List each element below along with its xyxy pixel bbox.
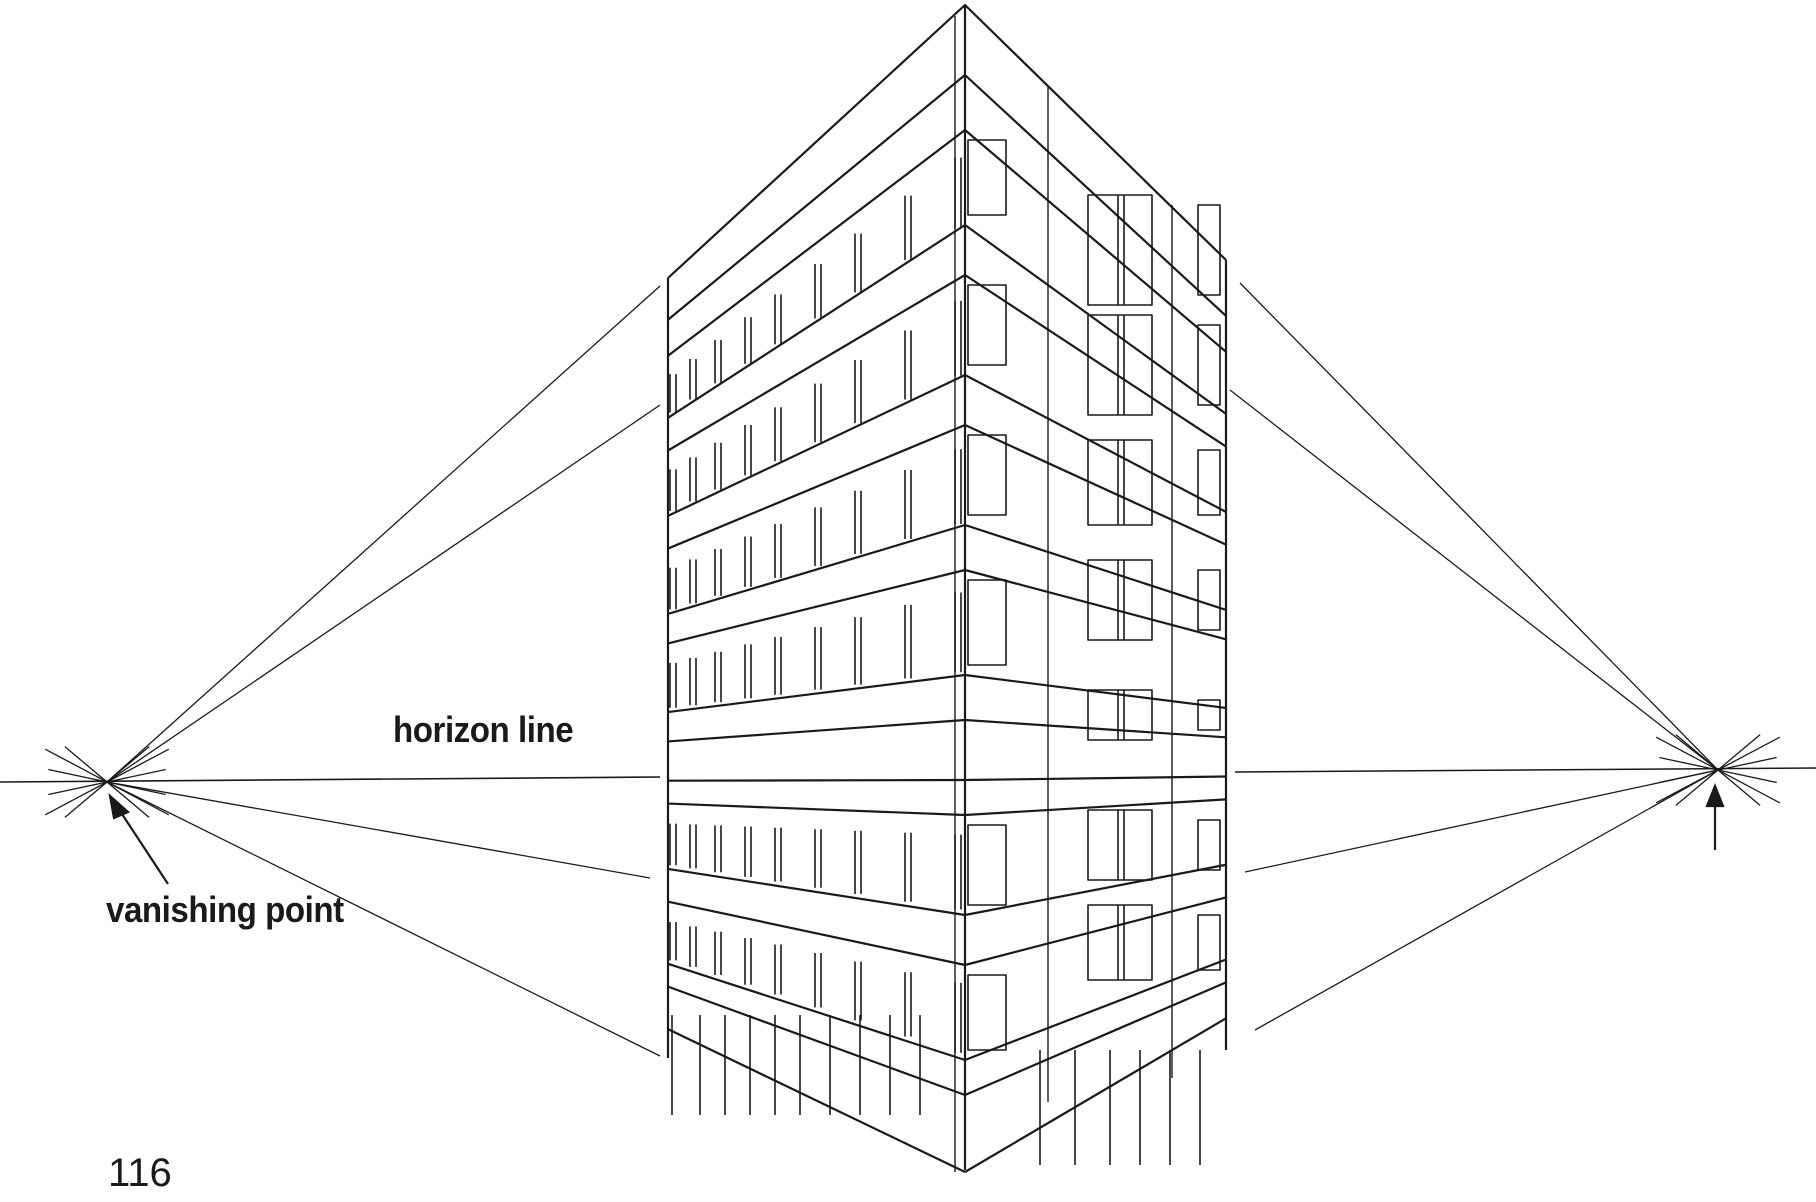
floor-line-left (667, 718, 966, 743)
floor-line-left (667, 224, 966, 419)
floor-line-right (964, 718, 1227, 739)
right-narrow-window (1197, 699, 1221, 731)
left-vp-arrow (108, 793, 169, 885)
left-perspective-guides (106, 285, 661, 1057)
floor-line-right (964, 673, 1227, 710)
floor-line-left (667, 962, 966, 1062)
right-narrow-window (1197, 204, 1221, 296)
floor-line-right (964, 523, 1227, 611)
floor-line-left (667, 274, 966, 452)
corner-window-panel (967, 284, 1007, 366)
vanishing-point-label: vanishing point (106, 891, 345, 931)
floor-line-left (667, 523, 966, 616)
floor-line-left (667, 129, 966, 357)
floor-line-right (964, 958, 1227, 1062)
right-guide-line (1239, 282, 1719, 771)
right-window (1087, 689, 1153, 741)
right-vanishing-point (1655, 734, 1781, 806)
floor-line-left (667, 423, 966, 550)
right-narrow-window (1197, 449, 1221, 516)
right-guide-line (1229, 389, 1719, 771)
right-window (1087, 314, 1153, 416)
base-line-right (964, 1017, 1227, 1173)
floor-line-left (667, 985, 966, 1097)
floor-line-right (964, 775, 1227, 782)
corner-window-panel (967, 434, 1007, 516)
building (666, 3, 1228, 1173)
ground-floor-columns (671, 1015, 1201, 1165)
floor-line-left (667, 802, 966, 817)
floor-line-right (964, 423, 1227, 546)
floor-line-right (964, 374, 1227, 513)
page-number: 116 (108, 1151, 172, 1195)
right-perspective-guides (1229, 282, 1719, 1031)
right-facade-windows (1087, 194, 1221, 981)
floor-line-right (964, 981, 1227, 1097)
left-guide-line (106, 781, 661, 1057)
burst-ray (64, 746, 150, 818)
floor-line-right (964, 129, 1227, 353)
left-guide-line (106, 404, 661, 783)
floor-line-right (964, 798, 1227, 817)
floor-line-left (667, 900, 966, 967)
burst-ray (1675, 734, 1761, 806)
right-window (1087, 559, 1153, 641)
right-guide-line (1244, 769, 1719, 873)
floor-line-left (667, 673, 966, 714)
left-guide-line (106, 285, 661, 783)
corner-window-panel (967, 824, 1007, 906)
floor-lines (667, 74, 1227, 1173)
floor-line-left (667, 74, 966, 321)
corner-window-panel (967, 579, 1007, 666)
right-narrow-window (1197, 819, 1221, 871)
right-vp-arrow (1705, 783, 1725, 850)
right-narrow-window (1197, 324, 1221, 406)
corner-window-panel (967, 974, 1007, 1051)
right-narrow-window (1197, 569, 1221, 631)
floor-line-right (964, 568, 1227, 641)
left-facade-windows (669, 139, 1007, 1053)
base-line-left (667, 1028, 966, 1173)
left-guide-line (106, 781, 651, 879)
corner-window-panel (967, 139, 1007, 216)
floor-line-left (667, 568, 966, 645)
floor-line-right (964, 224, 1227, 415)
left-vanishing-point (44, 746, 170, 818)
right-window (1087, 809, 1153, 881)
right-window (1087, 904, 1153, 981)
floor-line-right (964, 896, 1227, 967)
floor-line-right (964, 274, 1227, 448)
floor-line-left (667, 778, 966, 782)
horizon-line-label: horizon line (393, 711, 573, 751)
floor-line-left (667, 374, 966, 517)
right-window (1087, 194, 1153, 306)
right-guide-line (1254, 769, 1719, 1031)
right-narrow-window (1197, 914, 1221, 971)
floor-line-left (667, 867, 966, 917)
floor-line-right (964, 863, 1227, 917)
right-window (1087, 439, 1153, 526)
